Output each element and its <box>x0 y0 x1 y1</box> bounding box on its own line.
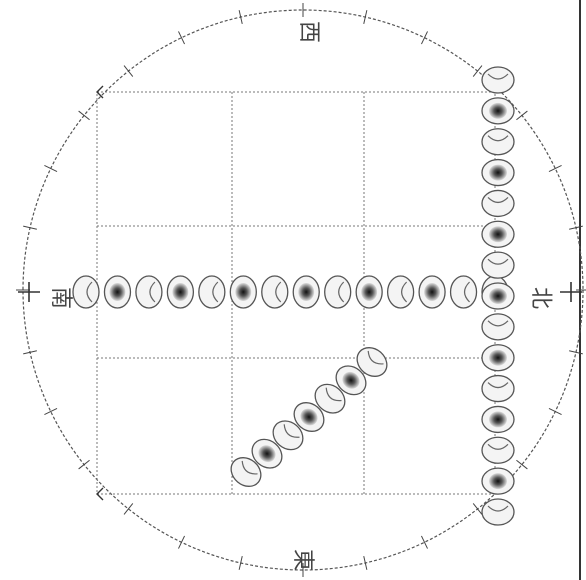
chain-bead <box>482 221 514 247</box>
bead-core <box>361 283 377 301</box>
circle-tick <box>124 66 133 77</box>
vertical-chain <box>482 67 514 525</box>
circle-tick <box>421 31 427 44</box>
bead-shell <box>451 276 477 308</box>
label-north: 北 <box>528 287 553 309</box>
bead-core <box>424 283 440 301</box>
bead-core <box>298 283 314 301</box>
bead-shell <box>262 276 288 308</box>
bead-core <box>489 288 507 304</box>
chain-bead <box>482 345 514 371</box>
chain-bead <box>325 276 351 308</box>
bead-shell <box>482 252 514 278</box>
bead-shell <box>482 376 514 402</box>
circle-tick <box>44 408 57 414</box>
bead-core <box>489 350 507 366</box>
chain-bead <box>482 129 514 155</box>
chain-bead <box>262 276 288 308</box>
bead-shell <box>482 499 514 525</box>
circle-tick <box>421 536 427 549</box>
bead-core <box>172 283 188 301</box>
chain-bead <box>388 276 414 308</box>
circle-tick <box>516 460 527 469</box>
bead-shell <box>482 67 514 93</box>
chain-bead <box>199 276 225 308</box>
circle-tick <box>549 165 562 171</box>
label-west: 西 <box>296 21 321 43</box>
chain-bead <box>419 276 445 308</box>
bead-shell <box>482 190 514 216</box>
circle-tick <box>516 111 527 120</box>
bead-core <box>235 283 251 301</box>
circle-tick <box>79 111 90 120</box>
chain-bead <box>482 437 514 463</box>
bead-core <box>109 283 125 301</box>
horizontal-chain <box>73 276 508 308</box>
bead-shell <box>482 437 514 463</box>
bead-shell <box>482 129 514 155</box>
bead-shell <box>73 276 99 308</box>
chain-bead <box>482 468 514 494</box>
bead-shell <box>325 276 351 308</box>
bead-core <box>489 226 507 242</box>
bead-core <box>489 103 507 119</box>
circle-tick <box>44 165 57 171</box>
chain-bead <box>482 283 514 309</box>
chain-bead <box>73 276 99 308</box>
bead-core <box>489 411 507 427</box>
chain-bead <box>451 276 477 308</box>
chain-bead <box>136 276 162 308</box>
chain-bead <box>230 276 256 308</box>
diagonal-chain <box>225 342 392 492</box>
circle-tick <box>549 408 562 414</box>
chain-bead <box>167 276 193 308</box>
circle-tick <box>178 536 184 549</box>
circle-tick <box>178 31 184 44</box>
bead-shell <box>388 276 414 308</box>
circle-tick <box>473 66 482 77</box>
circle-tick <box>473 503 482 514</box>
label-east: 東 <box>290 549 315 571</box>
bead-core <box>489 473 507 489</box>
chain-bead <box>482 314 514 340</box>
chain-bead <box>482 160 514 186</box>
chain-bead <box>482 98 514 124</box>
chain-bead <box>482 499 514 525</box>
circle-tick <box>79 460 90 469</box>
chain-bead <box>482 376 514 402</box>
bead-shell <box>199 276 225 308</box>
chain-bead <box>104 276 130 308</box>
chain-bead <box>293 276 319 308</box>
chain-bead <box>482 406 514 432</box>
label-south: 南 <box>48 287 73 309</box>
bead-shell <box>136 276 162 308</box>
circle-tick <box>124 503 133 514</box>
chain-bead <box>482 252 514 278</box>
chain-bead <box>356 276 382 308</box>
chain-bead <box>482 67 514 93</box>
bead-core <box>489 165 507 181</box>
bead-shell <box>482 314 514 340</box>
chain-bead <box>482 190 514 216</box>
